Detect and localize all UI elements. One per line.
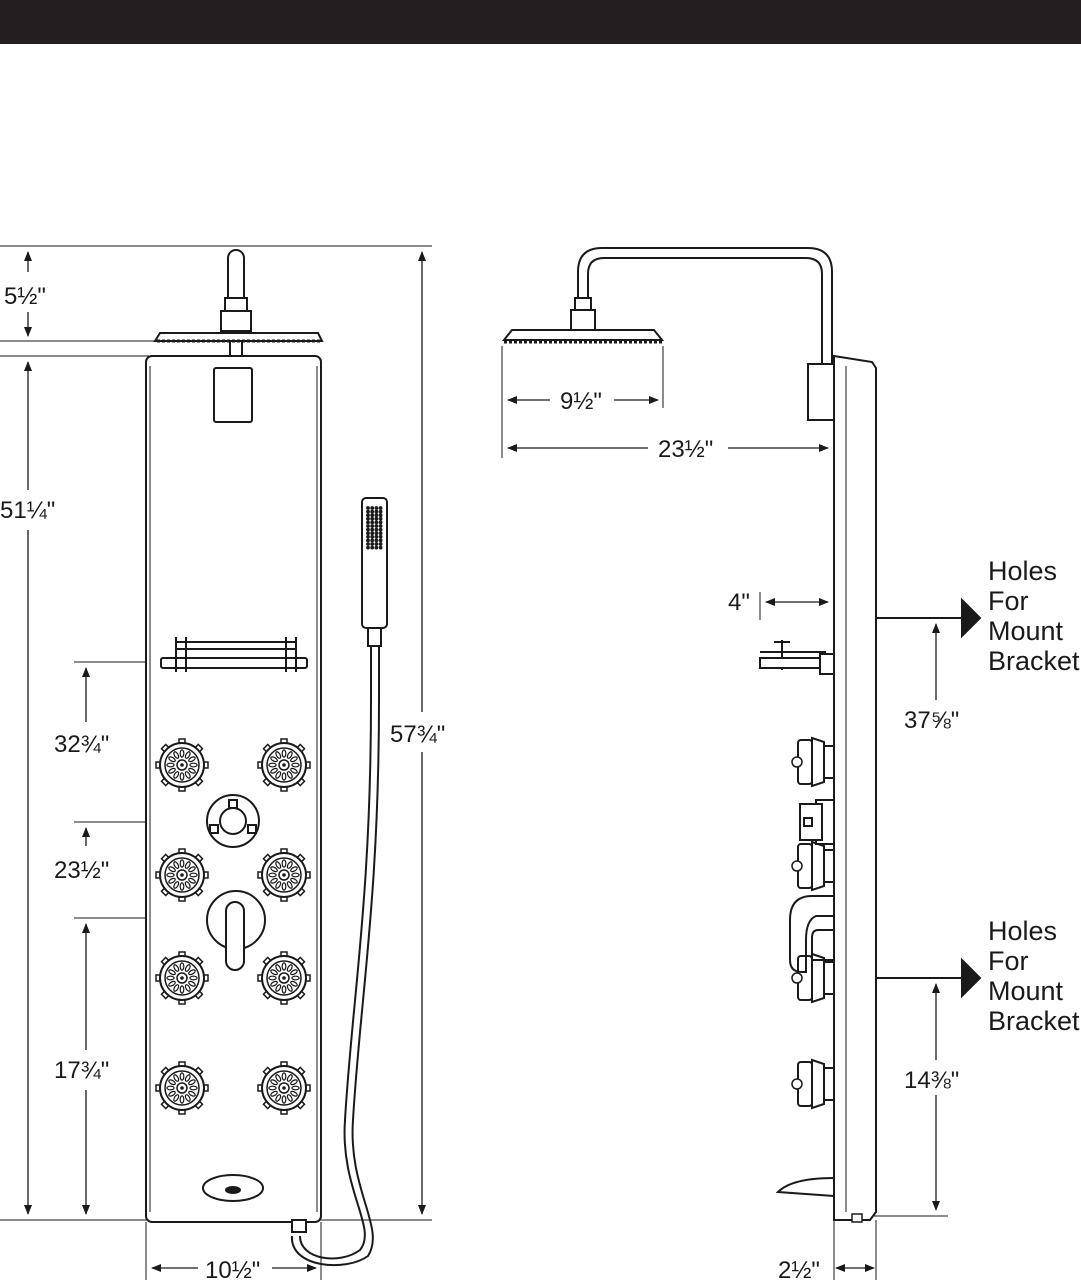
dim-arm-reach: 23½" bbox=[658, 436, 713, 463]
header-bar bbox=[0, 0, 1081, 44]
dim-shelf-depth: 4" bbox=[728, 589, 750, 616]
side-thermostat bbox=[799, 799, 835, 845]
dim-panel-depth: 2½" bbox=[778, 1257, 820, 1280]
svg-text:Bracket: Bracket bbox=[988, 1006, 1080, 1036]
svg-text:Holes: Holes bbox=[988, 556, 1057, 586]
side-panel bbox=[833, 354, 877, 1223]
side-shelf bbox=[759, 640, 835, 675]
arm-connector bbox=[213, 367, 253, 423]
dim-upper-bracket-height: 37⅝" bbox=[904, 707, 959, 734]
body-jet bbox=[155, 951, 209, 1005]
side-jet bbox=[791, 840, 835, 892]
svg-text:Mount: Mount bbox=[988, 616, 1064, 646]
svg-text:For: For bbox=[988, 586, 1029, 616]
dim-lower-bracket-height: 14⅜" bbox=[904, 1067, 959, 1094]
note-upper-bracket: Holes For Mount Bracket bbox=[988, 556, 1080, 676]
bottom-outlet bbox=[202, 1174, 264, 1202]
dim-thermostat-height: 23½" bbox=[54, 857, 109, 884]
bracket-arrows bbox=[876, 597, 982, 999]
side-dimension-lines bbox=[507, 396, 940, 1272]
side-jet bbox=[791, 736, 835, 788]
side-view: 9½" 23½" 4" 37⅝" 14⅜" 2½" Holes For Moun… bbox=[501, 247, 1080, 1280]
side-extension-lines bbox=[501, 346, 948, 1280]
body-jets bbox=[155, 738, 311, 1115]
dim-head-diameter: 9½" bbox=[560, 388, 602, 415]
dim-head-drop: 5½" bbox=[4, 283, 46, 310]
front-shower-head bbox=[153, 249, 324, 368]
body-jet bbox=[257, 738, 311, 792]
side-diverter bbox=[789, 895, 834, 973]
shower-hose bbox=[290, 646, 380, 1267]
diverter-lever bbox=[206, 890, 266, 971]
dim-panel-width: 10½" bbox=[205, 1257, 260, 1280]
side-jet bbox=[791, 952, 835, 1004]
svg-text:Mount: Mount bbox=[988, 976, 1064, 1006]
side-spout bbox=[775, 1177, 835, 1197]
side-jet bbox=[791, 1058, 835, 1110]
body-jet bbox=[257, 848, 311, 902]
dim-shelf-height: 32¾" bbox=[54, 731, 109, 758]
side-jets bbox=[791, 736, 835, 1110]
hand-shower bbox=[361, 497, 388, 647]
body-jet bbox=[155, 848, 209, 902]
thermostat-knob bbox=[206, 794, 260, 848]
dim-diverter-height: 17¾" bbox=[54, 1057, 109, 1084]
front-panel bbox=[145, 355, 322, 1223]
hand-shower-nozzles bbox=[366, 506, 383, 550]
body-jet bbox=[257, 951, 311, 1005]
front-dimension-lines bbox=[24, 251, 426, 1272]
dim-overall-height: 57¾" bbox=[390, 721, 445, 748]
front-shelf bbox=[160, 637, 308, 672]
dim-panel-height: 51¼" bbox=[0, 497, 55, 524]
svg-text:Holes: Holes bbox=[988, 916, 1057, 946]
side-shower-arm bbox=[501, 247, 835, 421]
front-view: 5½" 51¼" 57¾" 32¾" 23½" 17¾" 10½" bbox=[0, 245, 445, 1280]
note-lower-bracket: Holes For Mount Bracket bbox=[988, 916, 1080, 1036]
svg-text:Bracket: Bracket bbox=[988, 646, 1080, 676]
body-jet bbox=[155, 1061, 209, 1115]
body-jet bbox=[155, 738, 209, 792]
body-jet bbox=[257, 1061, 311, 1115]
svg-text:For: For bbox=[988, 946, 1029, 976]
